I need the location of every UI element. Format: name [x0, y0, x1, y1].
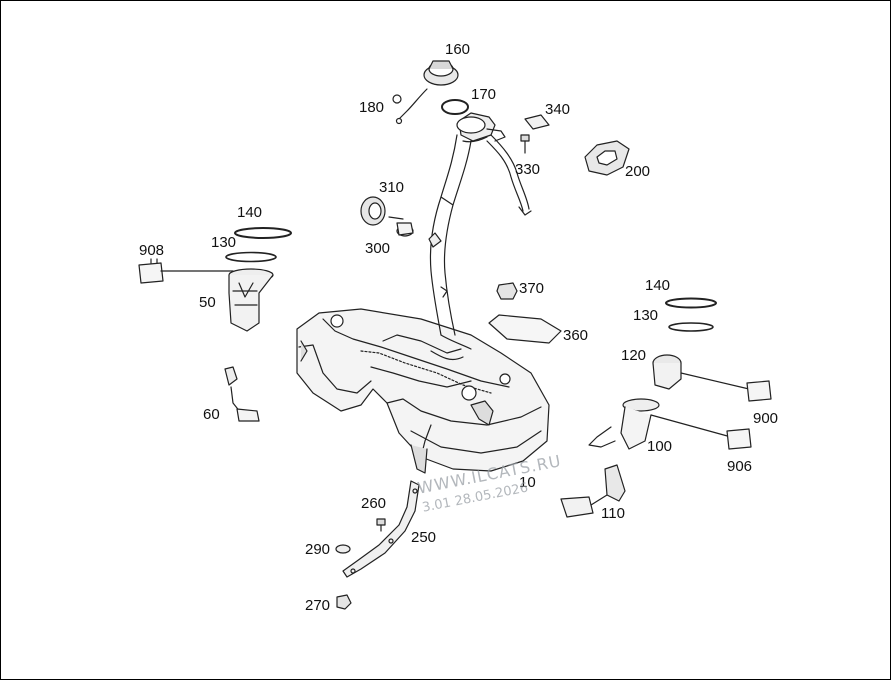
label-360: 360: [563, 327, 589, 344]
label-906: 906: [727, 458, 753, 475]
tank-strap-250: [342, 480, 420, 578]
label-340: 340: [545, 101, 571, 118]
label-160: 160: [445, 41, 471, 58]
seal-ring-130-left: [225, 251, 277, 263]
connector-908: [138, 258, 234, 284]
seal-ring-170: [441, 99, 469, 115]
label-50: 50: [199, 294, 216, 311]
level-sensor-60: [224, 366, 260, 422]
fuel-cap: [423, 60, 459, 86]
seal-ring-140-right: [665, 297, 717, 309]
label-130-left: 130: [211, 234, 237, 251]
label-200: 200: [625, 163, 651, 180]
filler-flap-housing: [584, 140, 630, 176]
nut-270: [336, 594, 352, 610]
suction-unit-100: [588, 398, 732, 450]
label-330: 330: [515, 161, 541, 178]
seal-ring-140-left: [234, 227, 292, 239]
filler-neck-pipe: [428, 112, 532, 350]
label-250: 250: [411, 529, 437, 546]
label-370: 370: [519, 280, 545, 297]
connector-906: [726, 428, 752, 450]
label-140-right: 140: [645, 277, 671, 294]
label-180: 180: [359, 99, 385, 116]
label-140-left: 140: [237, 204, 263, 221]
screw-260: [376, 518, 386, 532]
label-170: 170: [471, 86, 497, 103]
label-900: 900: [753, 410, 779, 427]
label-270: 270: [305, 597, 331, 614]
valve-300: [388, 216, 414, 237]
fuel-pump-module: [228, 268, 274, 332]
label-100: 100: [647, 438, 673, 455]
label-60: 60: [203, 406, 220, 423]
filter-unit-110: [560, 464, 626, 518]
label-908: 908: [139, 242, 165, 259]
screw-330: [520, 134, 530, 154]
connector-900: [746, 380, 772, 402]
rubber-mount-370: [496, 282, 518, 300]
label-290: 290: [305, 541, 331, 558]
sender-unit-120: [652, 354, 750, 390]
label-120: 120: [621, 347, 647, 364]
label-300: 300: [365, 240, 391, 257]
washer-290: [335, 544, 351, 554]
seal-ring-130-right: [668, 322, 714, 332]
label-110: 110: [601, 505, 625, 522]
label-130-right: 130: [633, 307, 659, 324]
vent-valve-310: [360, 196, 386, 226]
label-260: 260: [361, 495, 387, 512]
mounting-bracket-340: [524, 114, 550, 130]
label-10: 10: [519, 474, 536, 491]
cover-plate-360: [488, 314, 562, 344]
tether-strap: [392, 88, 428, 125]
fuel-tank: [296, 308, 550, 474]
label-310: 310: [379, 179, 405, 196]
